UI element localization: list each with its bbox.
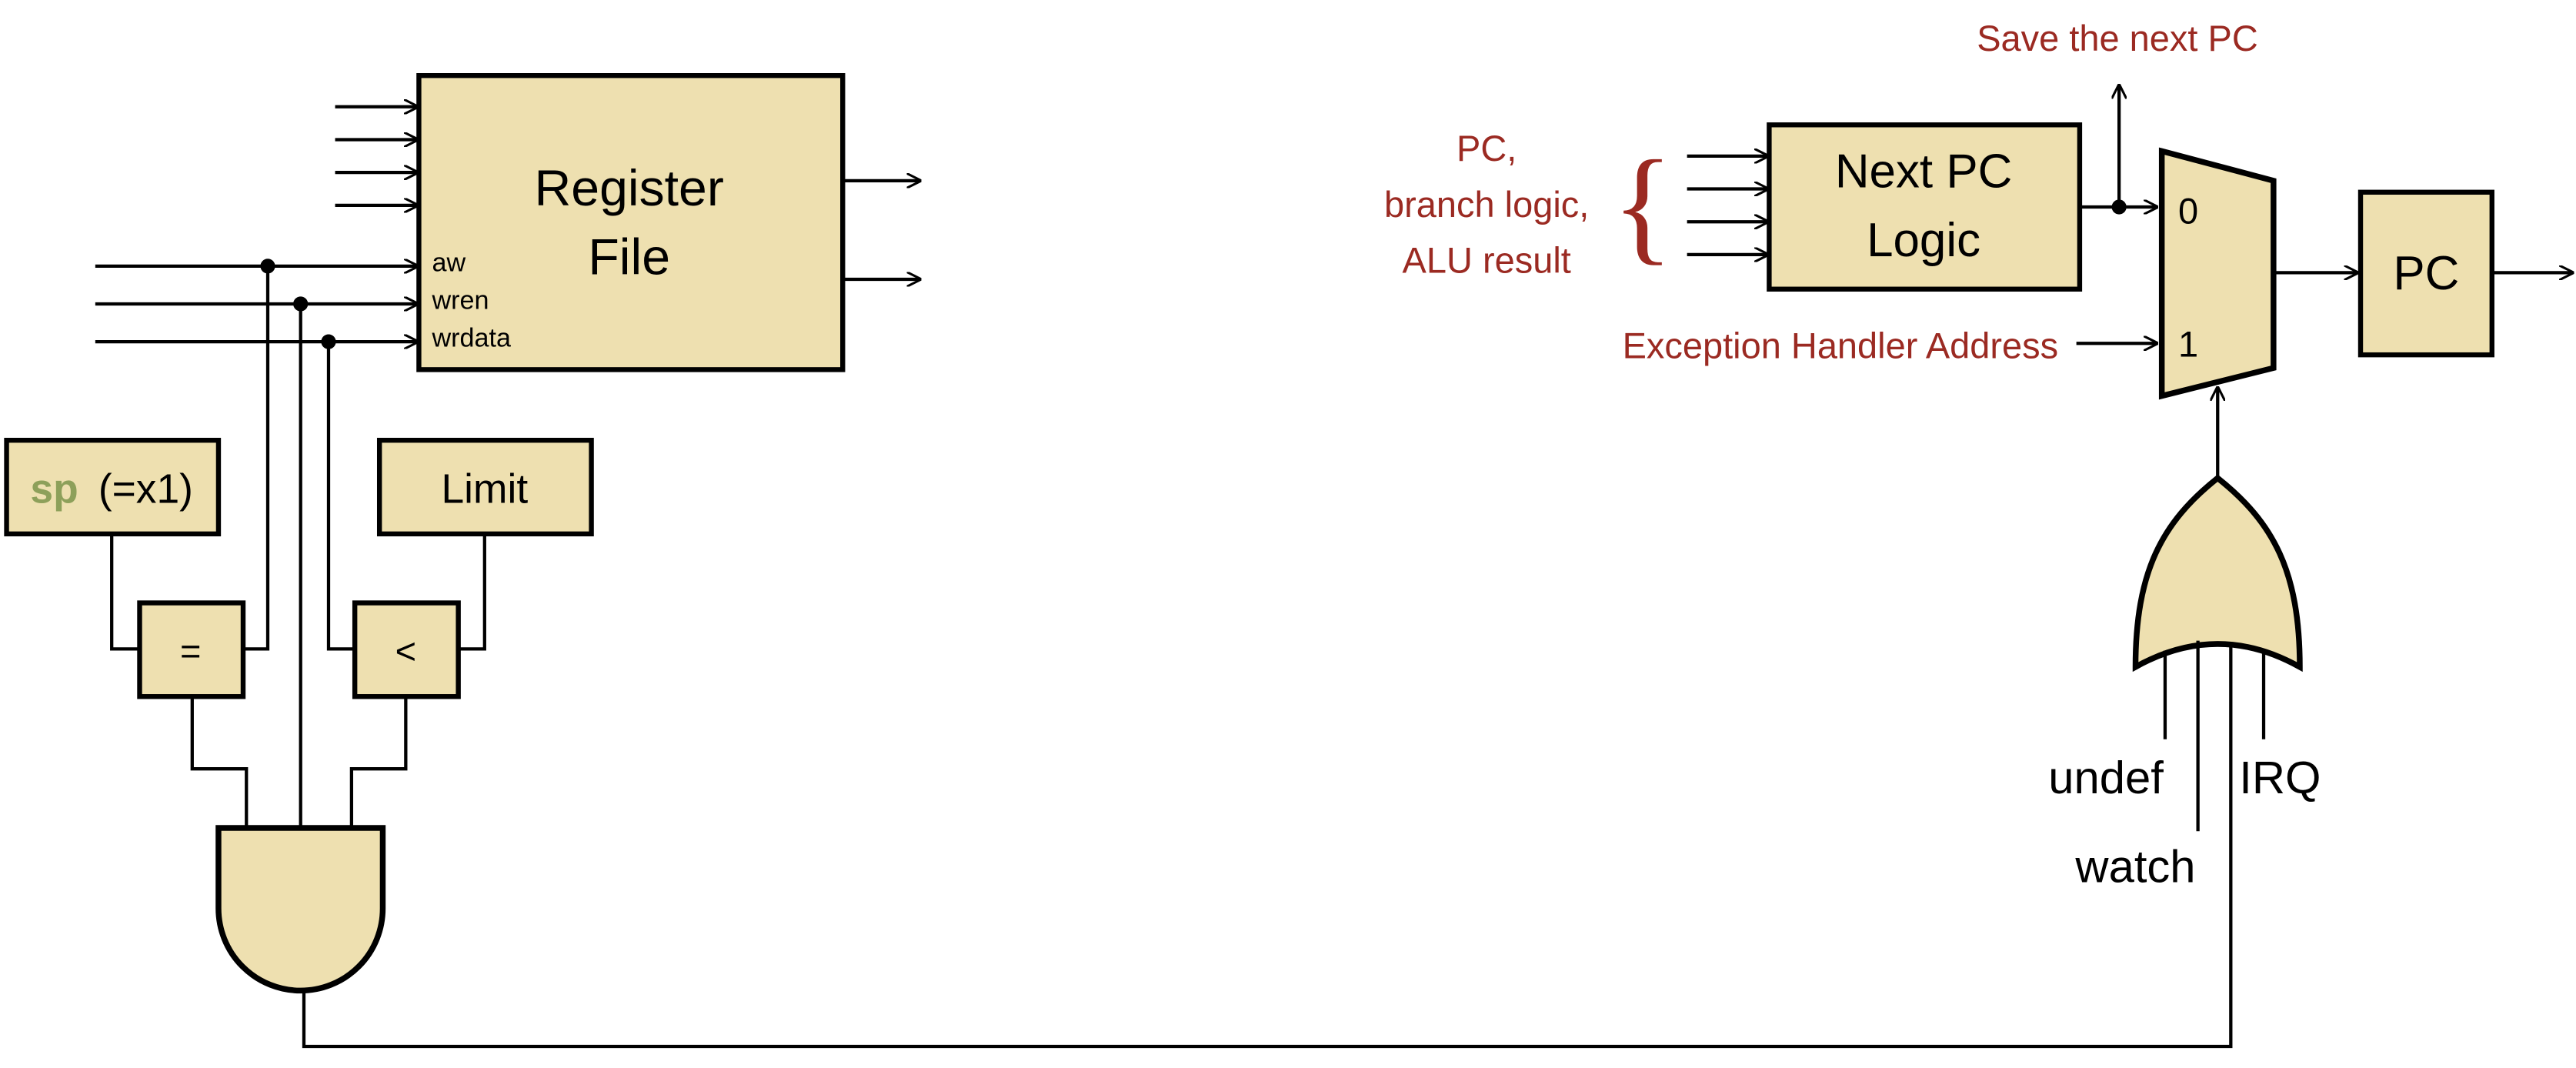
equal-comparator: =	[137, 600, 246, 699]
exception-handler-address-label: Exception Handler Address	[1623, 325, 2059, 365]
or-input-wires	[2163, 640, 2266, 832]
register-file-title-1: Register	[535, 160, 724, 217]
and-to-or-wire	[302, 643, 2233, 1049]
next-pc-to-mux-wire	[2079, 85, 2157, 215]
limit-box: Limit	[376, 437, 594, 537]
less-than-sign: <	[395, 631, 416, 672]
next-pc-title-2: Logic	[1867, 214, 1980, 267]
and-gate	[215, 825, 386, 994]
register-file-inputs	[95, 107, 417, 342]
next-pc-input-arrows	[1687, 156, 1768, 255]
watch-label: watch	[2074, 840, 2195, 892]
sp-register-label: (=x1)	[98, 466, 193, 512]
pc-register: PC	[2357, 189, 2494, 358]
register-file-title-2: File	[588, 229, 670, 286]
next-pc-inputs-annotation: PC, branch logic, ALU result {	[1384, 128, 1673, 280]
less-than-comparator: <	[352, 600, 461, 699]
or-gate	[2132, 474, 2303, 673]
limit-label: Limit	[441, 466, 528, 512]
svg-text:sp (=x1): sp (=x1)	[30, 466, 192, 512]
mux-input-1-label: 1	[2178, 323, 2198, 364]
comparator-wires	[110, 533, 486, 830]
irq-label: IRQ	[2239, 752, 2321, 803]
sp-label: sp	[30, 466, 78, 512]
pc-mux: 0 1	[2158, 147, 2277, 400]
pc-label: PC	[2393, 247, 2459, 300]
sp-box: sp (=x1)	[4, 437, 222, 537]
pc-input-label: PC,	[1457, 128, 1517, 169]
port-wren-label: wren	[432, 285, 489, 315]
undef-label: undef	[2048, 752, 2164, 803]
register-file-outputs	[843, 181, 919, 279]
next-pc-logic-box: Next PC Logic	[1767, 122, 2083, 292]
input-brace: {	[1612, 135, 1673, 276]
port-aw-label: aw	[432, 248, 466, 277]
branch-logic-input-label: branch logic,	[1384, 184, 1589, 225]
tap-wires	[242, 259, 355, 830]
alu-result-input-label: ALU result	[1403, 239, 1571, 280]
save-next-pc-label: Save the next PC	[1977, 18, 2258, 58]
port-wrdata-label: wrdata	[432, 323, 512, 352]
register-file: Register File aw wren wrdata	[416, 73, 846, 372]
equal-sign: =	[180, 631, 201, 672]
mux-input-0-label: 0	[2178, 190, 2198, 231]
next-pc-title-1: Next PC	[1835, 145, 2013, 198]
